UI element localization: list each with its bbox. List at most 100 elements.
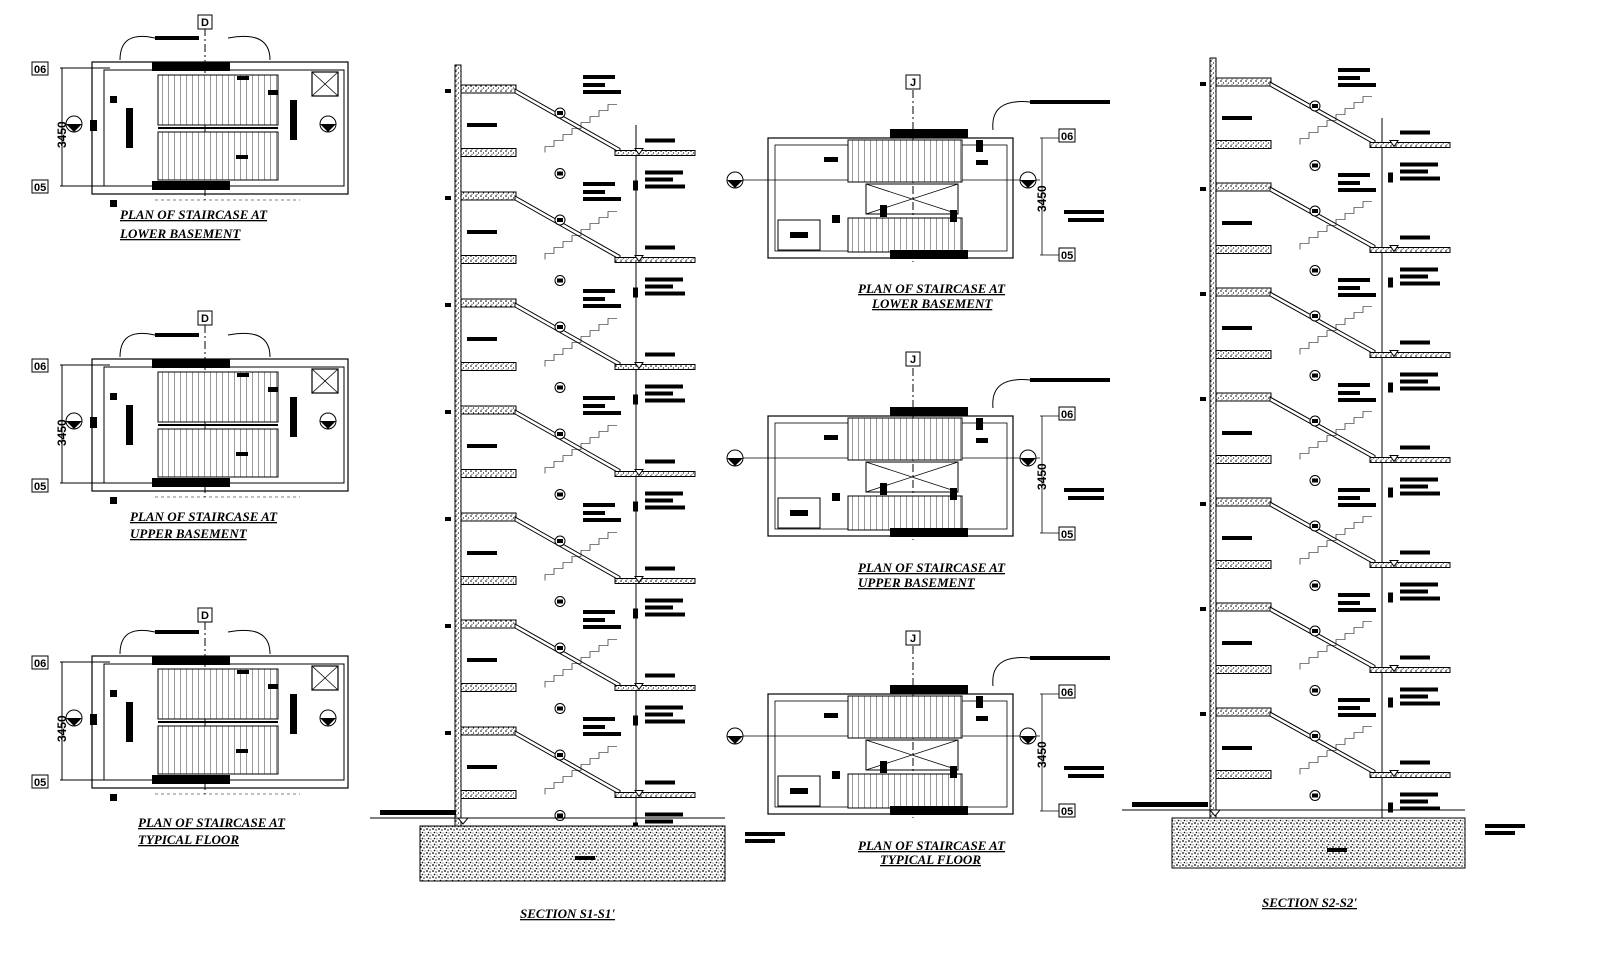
stair-steps: [1299, 516, 1372, 565]
note-label-block: [1222, 746, 1252, 750]
note-label-block: [152, 775, 230, 784]
note-label-block: [1485, 831, 1515, 835]
note-label-block: [645, 819, 673, 824]
note-label-block: [445, 410, 451, 414]
stair-flight-section: [514, 623, 621, 689]
plan-left-2-caption: PLAN OF STAIRCASE AT UPPER BASEMENT: [130, 509, 278, 541]
note-label-block: [645, 673, 675, 678]
note-label-block: [824, 157, 838, 162]
note-label-block: [1338, 713, 1376, 717]
stair-flight-section: [1269, 81, 1376, 146]
note-label-block: [950, 766, 957, 778]
note-label-block: [445, 196, 451, 200]
section-s2-drawing: [1122, 57, 1525, 869]
note-label-block: [583, 396, 615, 400]
note-label-block: [557, 171, 563, 176]
note-label-block: [645, 605, 673, 610]
note-label-block: [645, 245, 675, 250]
note-label-block: [126, 702, 133, 742]
landing-slab: [460, 191, 517, 201]
section-s1-drawing: [370, 64, 785, 882]
note-label-block: [583, 411, 621, 415]
plan-left-2-annotations: D 06 05 3450: [31, 310, 213, 493]
floor-slab: [614, 471, 696, 477]
section-marker-arrow: [727, 458, 743, 466]
grid-row-bottom: 05: [1061, 529, 1073, 541]
note-label-block: [1064, 210, 1104, 214]
note-label-block: [557, 539, 563, 543]
note-label-block: [645, 812, 683, 817]
stair-steps: [544, 104, 617, 153]
section-wall: [454, 64, 462, 827]
plans-left-column: [60, 28, 349, 801]
grid-row-bottom: 05: [34, 777, 46, 789]
svg-text:PLAN OF STAIRCASE AT: PLAN OF STAIRCASE AT: [120, 207, 268, 222]
note-label-block: [583, 182, 615, 186]
leader-line: [119, 332, 156, 358]
leader-line: [992, 657, 1031, 687]
note-label-block: [1312, 209, 1318, 213]
note-label-block: [832, 771, 840, 779]
note-label-block: [645, 138, 675, 143]
grid-col-label: J: [910, 633, 916, 645]
stair-flight: [157, 668, 279, 720]
note-label-block: [152, 62, 230, 71]
note-label-block: [1312, 373, 1318, 378]
note-label-block: [824, 435, 838, 440]
landing-slab: [1215, 287, 1272, 297]
note-label-block: [467, 658, 497, 662]
dimension-3450: 3450: [55, 121, 69, 148]
note-label-block: [1312, 104, 1318, 108]
note-label-block: [1388, 172, 1393, 183]
note-label-block: [745, 839, 775, 843]
stair-steps: [1299, 96, 1372, 145]
note-label-block: [126, 405, 133, 445]
floor-slab: [614, 578, 696, 584]
stair-steps: [544, 746, 617, 795]
landing-slab: [1215, 140, 1272, 149]
note-label-block: [890, 685, 968, 694]
note-label-block: [645, 491, 683, 496]
note-label-block: [583, 518, 621, 522]
plans-right-column: [726, 90, 1110, 818]
level-marker: [1208, 809, 1222, 817]
note-label-block: [1200, 397, 1206, 401]
note-label-block: [1400, 130, 1430, 135]
leader-line: [119, 629, 156, 655]
stair-void: [865, 739, 959, 771]
landing-slab: [1215, 77, 1272, 87]
note-label-block: [976, 418, 983, 430]
note-label-block: [110, 393, 117, 400]
leader-line: [227, 35, 271, 61]
landing-slab: [1215, 497, 1272, 507]
note-label-block: [268, 387, 278, 392]
landing-slab: [460, 148, 517, 157]
note-label-block: [1200, 607, 1206, 611]
note-label-block: [645, 352, 675, 357]
stair-flight-section: [514, 730, 621, 796]
floor-slab: [1369, 352, 1451, 358]
note-label-block: [1312, 793, 1318, 798]
landing-slab: [460, 469, 517, 478]
level-marker: [1389, 770, 1399, 778]
note-label-block: [645, 398, 685, 403]
note-label-block: [90, 120, 97, 131]
note-label-block: [1400, 281, 1440, 286]
section-marker-arrow: [1020, 736, 1036, 744]
note-label-block: [1400, 799, 1428, 804]
note-label-block: [645, 498, 673, 503]
stair-flight-section: [1269, 711, 1376, 776]
level-marker: [634, 469, 644, 477]
plan-right-3-caption: PLAN OF STAIRCASE AT TYPICAL FLOOR: [858, 838, 1006, 867]
note-label-block: [1200, 712, 1206, 716]
level-marker: [634, 362, 644, 370]
note-label-block: [557, 813, 563, 818]
level-marker: [456, 817, 470, 825]
stair-steps: [1299, 201, 1372, 250]
note-label-block: [1338, 286, 1360, 290]
note-label-block: [268, 90, 278, 95]
note-label-block: [1338, 698, 1370, 702]
note-label-block: [633, 715, 638, 726]
dimension-3450: 3450: [55, 419, 69, 446]
note-label-block: [237, 373, 249, 377]
